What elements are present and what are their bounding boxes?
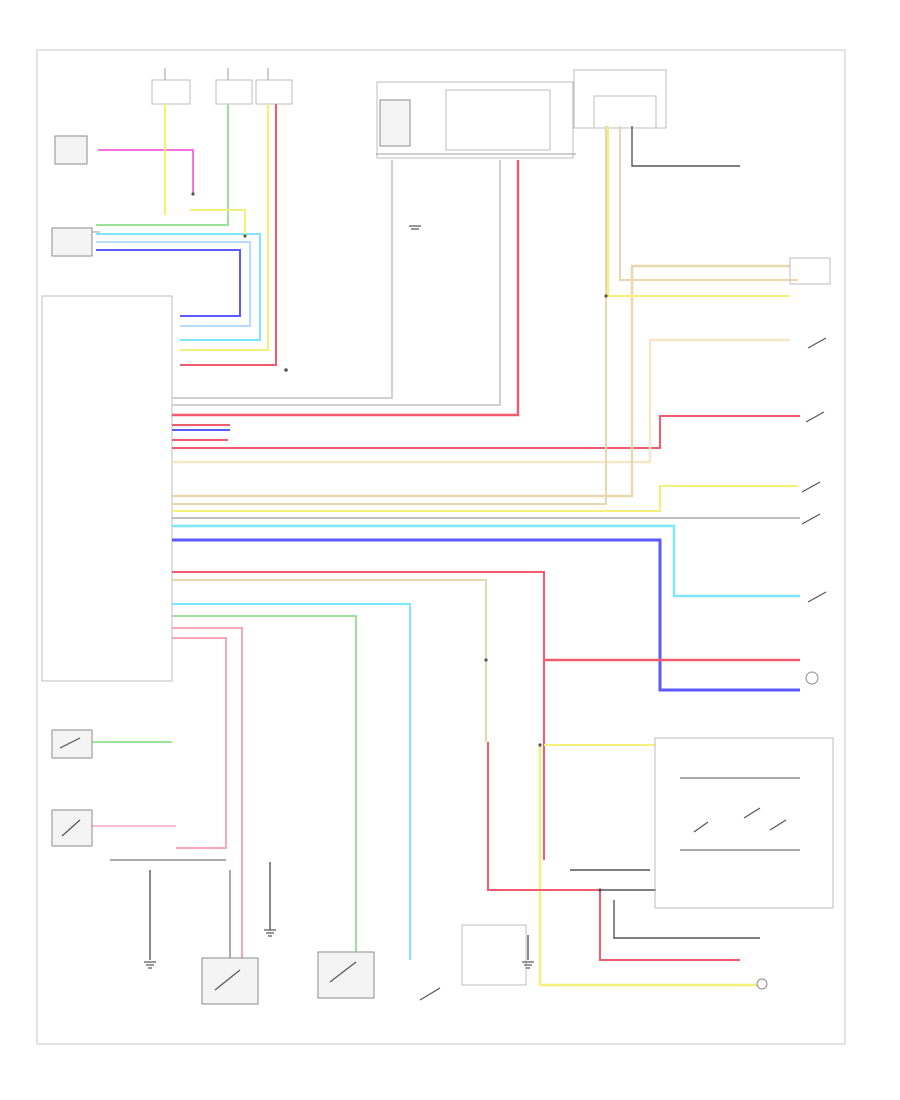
lower-left-wires bbox=[92, 741, 529, 960]
passenger-door-switch bbox=[201, 957, 259, 1005]
lamp-icon bbox=[756, 671, 819, 990]
right-side-switches bbox=[789, 257, 831, 603]
rear-door-switch-box bbox=[573, 69, 667, 129]
trunk-switch bbox=[419, 924, 527, 1001]
body-control-module bbox=[41, 227, 173, 682]
connector-icon bbox=[191, 192, 608, 892]
front-door-switch-box bbox=[376, 81, 576, 159]
fuse-block-top-left bbox=[151, 68, 293, 105]
ground-icon bbox=[144, 225, 534, 969]
wires-top-left bbox=[96, 104, 277, 366]
right-side-wires bbox=[487, 126, 800, 987]
back-door-switch bbox=[317, 951, 375, 999]
left-rear-door-switch bbox=[51, 729, 93, 759]
rear-door-lock-actuator bbox=[51, 809, 93, 847]
optical-sensor bbox=[54, 135, 88, 165]
bcm-harness-wires bbox=[172, 126, 800, 960]
diagram-frame bbox=[36, 49, 846, 1045]
dome-lamp-box bbox=[654, 737, 834, 909]
